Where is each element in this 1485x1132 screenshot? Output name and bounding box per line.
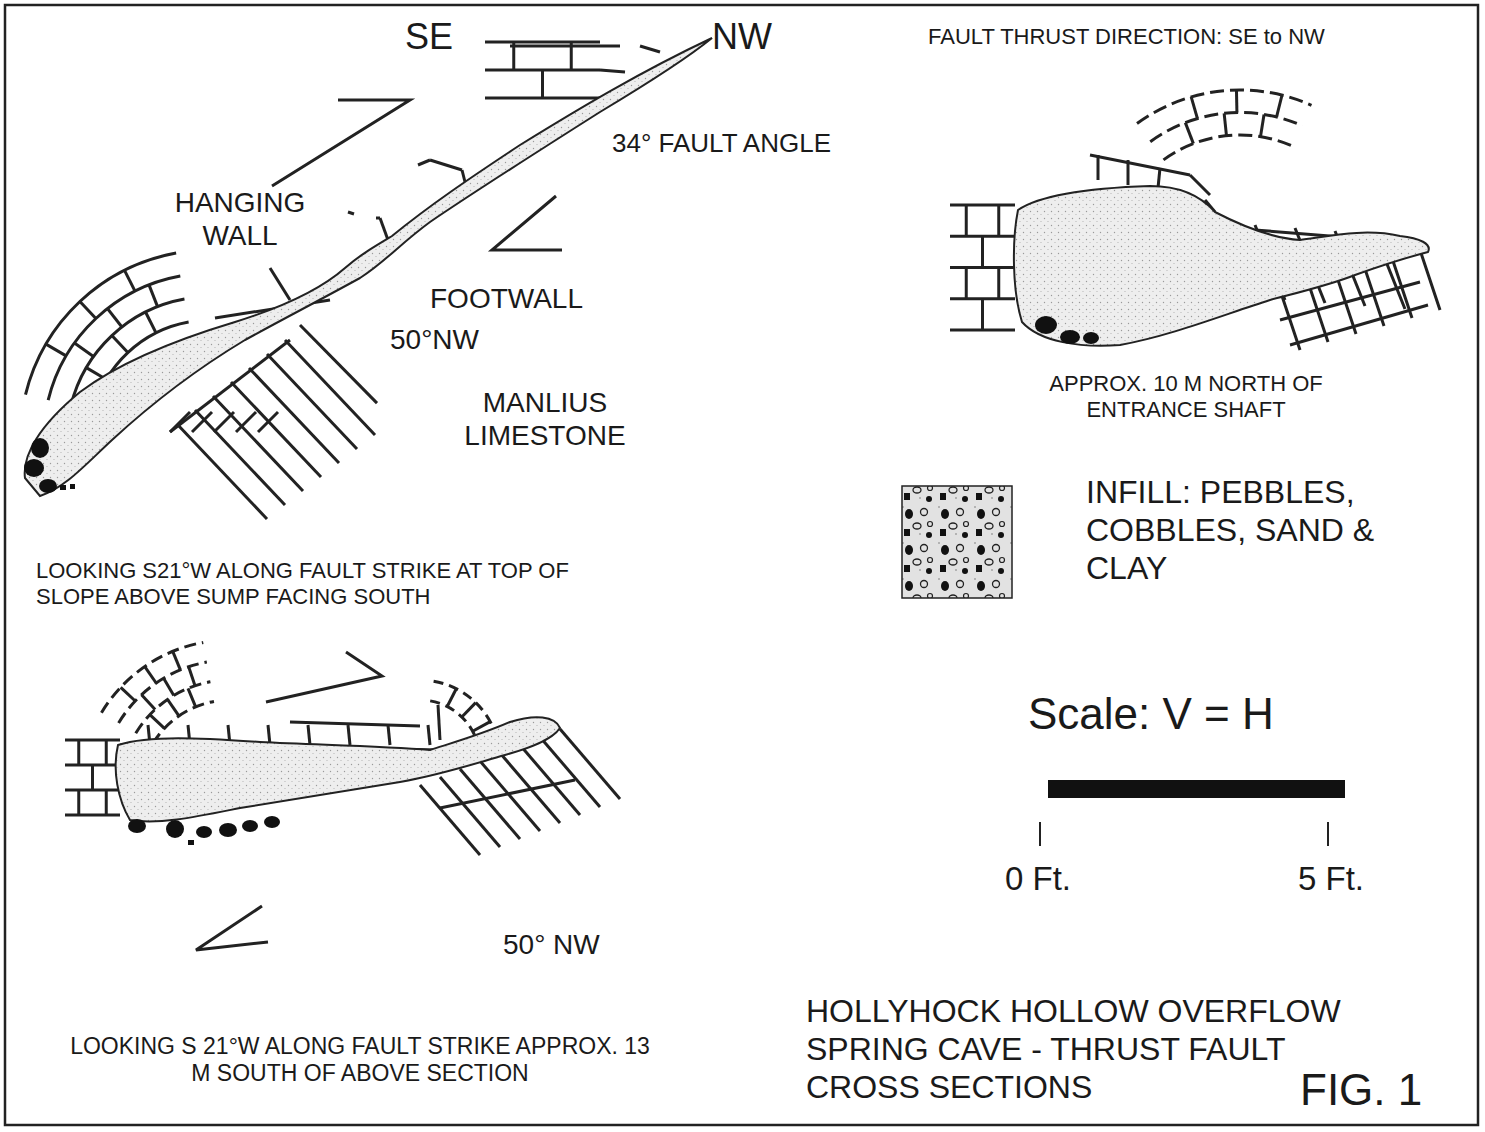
section-label: FOOTWALL [430, 282, 630, 315]
section-label: LOOKING S 21°W ALONG FAULT STRIKE APPROX… [60, 1033, 660, 1087]
section-label: 50° NW [503, 928, 633, 961]
section-label: LOOKING S21°W ALONG FAULT STRIKE AT TOP … [36, 558, 611, 610]
cave-passage [116, 717, 560, 821]
section-label: Scale: V = H [1028, 688, 1368, 740]
section-label: APPROX. 10 M NORTH OF ENTRANCE SHAFT [1036, 371, 1336, 423]
section-label: FAULT THRUST DIRECTION: SE to NW [928, 24, 1448, 50]
section-label: SE [405, 16, 465, 58]
infill-blobs [128, 816, 280, 845]
section-label: FIG. 1 [1300, 1064, 1475, 1116]
infill-blobs [24, 438, 75, 493]
section-label: 5 Ft. [1298, 860, 1408, 899]
figure-caption: HOLLYHOCK HOLLOW OVERFLOW SPRING CAVE - … [806, 993, 1396, 1106]
slip-arrows [272, 100, 562, 250]
section-label: 50°NW [390, 323, 510, 356]
slip-arrows [196, 652, 382, 950]
section-label: NW [712, 16, 792, 58]
limestone-beds [65, 642, 620, 855]
section-label: 34° FAULT ANGLE [612, 128, 882, 159]
section-label: 0 Ft. [1005, 860, 1115, 899]
section-label: HANGING WALL [150, 186, 330, 252]
infill-swatch [902, 486, 1012, 598]
cave-passage [1014, 186, 1429, 346]
limestone-beds [950, 90, 1440, 350]
scale-bar [1040, 780, 1345, 846]
page-frame [5, 5, 1478, 1125]
cave-passage [25, 38, 712, 496]
legend-text: INFILL: PEBBLES, COBBLES, SAND & CLAY [1086, 474, 1461, 587]
section-label: MANLIUS LIMESTONE [445, 386, 645, 452]
infill-blobs [1035, 316, 1099, 344]
